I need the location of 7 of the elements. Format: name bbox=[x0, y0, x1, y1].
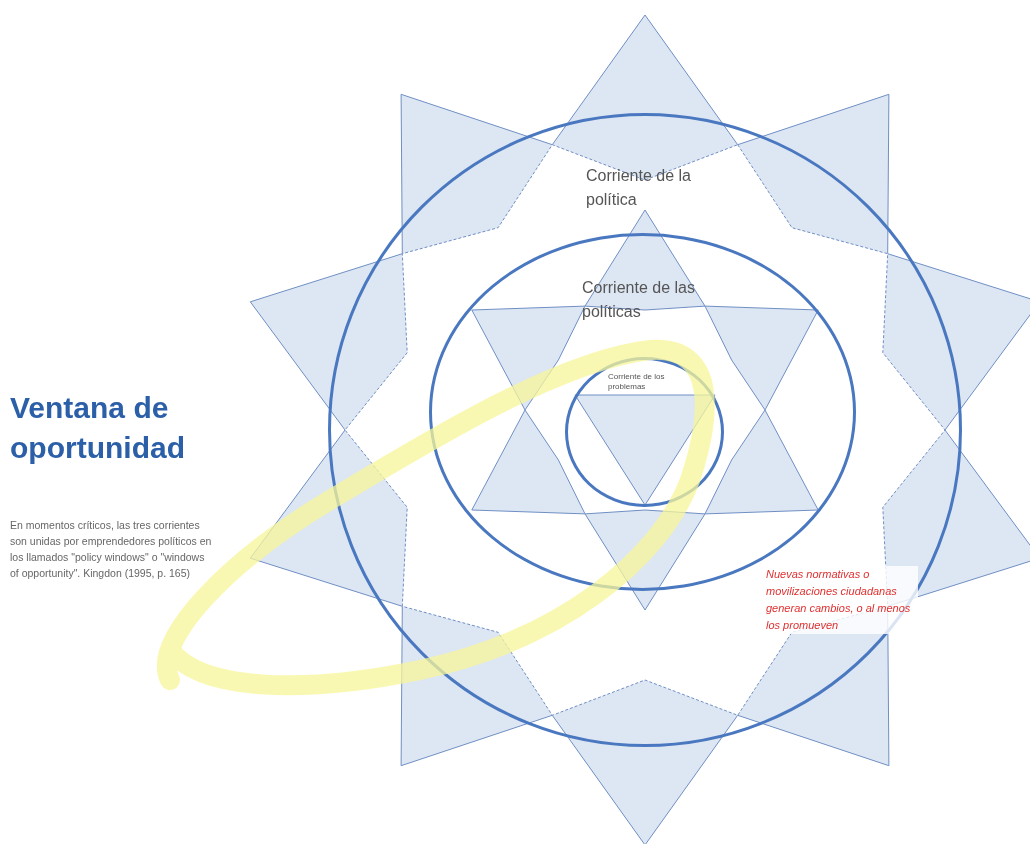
stream-label: Corriente de los problemas bbox=[608, 372, 666, 392]
stream-label: Corriente de las políticas bbox=[582, 278, 696, 322]
stream-label: Corriente de la política bbox=[586, 166, 692, 210]
stream-circle bbox=[565, 357, 724, 507]
note-text: En momentos críticos, las tres corrientes son unidas por emprendedores políticos en los llamados "policy windows" o "windows of opportunity". Kingdon (1995, p. 165) bbox=[10, 518, 213, 581]
heading: Ventana de oportunidad bbox=[10, 390, 186, 466]
note-text: Nuevas normativas o movilizaciones ciudadanas generan cambios, o al menos los promueven bbox=[766, 566, 918, 634]
